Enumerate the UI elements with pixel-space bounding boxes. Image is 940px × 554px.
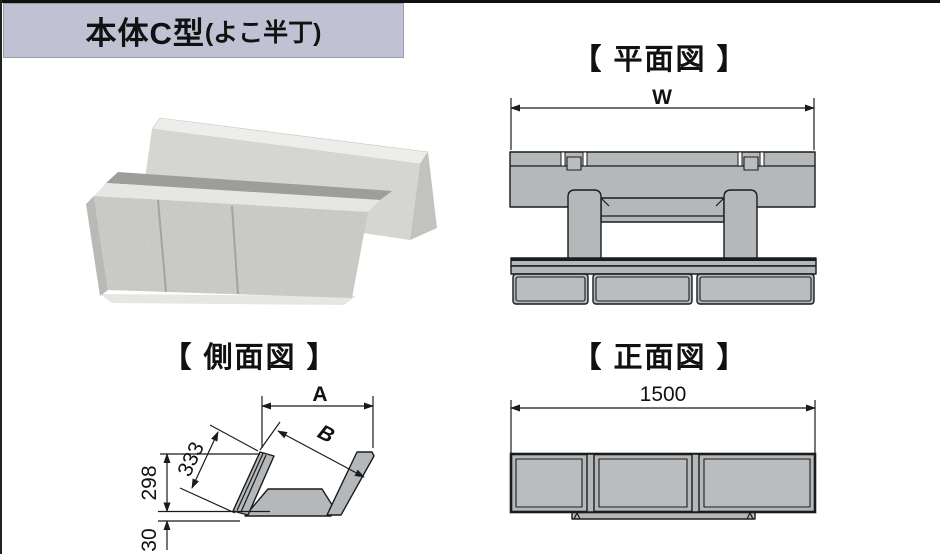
front-panel-2 xyxy=(598,458,688,508)
side-view-title: 【 側面図 】 xyxy=(162,342,338,374)
product-title-suffix: (よこ半丁) xyxy=(204,18,322,47)
plan-cross-bar xyxy=(600,197,725,223)
product-title-box: 本体C型(よこ半丁) xyxy=(3,3,404,58)
plan-notch xyxy=(566,156,582,171)
plan-slot xyxy=(737,151,743,167)
side-ext-b xyxy=(259,421,281,451)
product-title: 本体C型 xyxy=(85,16,205,51)
side-dim-label-298: 298 xyxy=(138,465,161,500)
top-border xyxy=(0,0,940,3)
side-ext-333-top xyxy=(209,424,259,452)
plan-chamfer-left xyxy=(600,197,610,207)
front-dim-label-1500: 1500 xyxy=(640,383,687,406)
side-dim-label-30: 30 xyxy=(138,528,161,551)
front-view-drawing: 1500 xyxy=(509,383,817,520)
photo-rear-end-face xyxy=(410,152,437,240)
side-dim-label-a: A xyxy=(312,383,327,406)
product-photo xyxy=(86,117,437,305)
front-divider-1 xyxy=(586,453,595,513)
front-view-title: 【 正面図 】 xyxy=(572,342,748,374)
plan-view-drawing: W xyxy=(509,86,817,305)
side-left-wall-line xyxy=(236,453,264,511)
plan-dim-label-w: W xyxy=(652,86,672,109)
plan-slot xyxy=(582,151,588,167)
photo-front-top-face xyxy=(94,183,380,212)
photo-channel-shadow xyxy=(106,172,392,200)
plan-slot xyxy=(759,151,765,167)
front-panel-1 xyxy=(515,458,583,508)
side-left-wall-line xyxy=(240,454,267,513)
side-view-drawing: A B 333 298 30 xyxy=(138,383,375,552)
plan-slot xyxy=(560,151,566,167)
photo-ground-shadow xyxy=(100,294,356,305)
plan-panel-1-inner xyxy=(515,276,586,302)
left-border xyxy=(0,0,2,554)
front-panel-3 xyxy=(703,458,811,508)
front-divider-2 xyxy=(691,453,700,513)
plan-panel-2-inner xyxy=(595,276,690,302)
plan-panel-3-inner xyxy=(699,276,812,302)
side-ext-333-bottom xyxy=(179,487,236,514)
photo-front-left-face xyxy=(86,196,108,296)
plan-view-title: 【 平面図 】 xyxy=(572,44,748,76)
plan-bottom-band xyxy=(510,265,817,275)
photo-seam-1 xyxy=(157,199,167,293)
plan-chamfer-right xyxy=(715,197,725,207)
plan-leg-left xyxy=(567,189,602,261)
plan-leg-right xyxy=(723,189,758,261)
plan-notch xyxy=(743,156,759,171)
side-dim-line-b xyxy=(277,430,365,478)
side-dim-label-b: B xyxy=(314,421,338,448)
side-dim-label-333: 333 xyxy=(173,439,209,480)
side-dim-line-333 xyxy=(191,431,219,489)
photo-seam-2 xyxy=(231,205,239,295)
